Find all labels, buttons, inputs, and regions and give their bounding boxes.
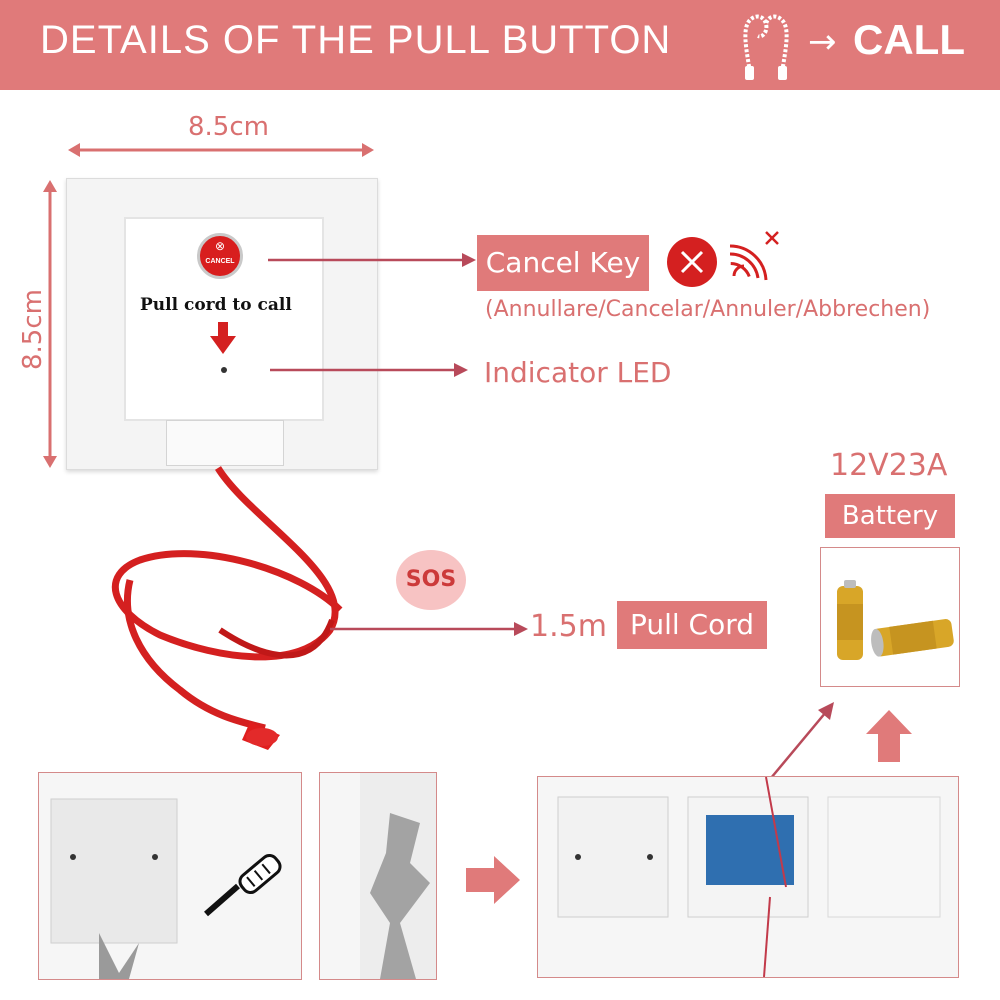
pull-instruction: Pull cord to call	[140, 295, 292, 315]
cancel-button-text: CANCEL	[205, 258, 235, 265]
battery-photo	[820, 547, 960, 687]
cancel-x-icon	[667, 237, 717, 287]
screwdriver-icon	[204, 853, 282, 917]
indicator-led-label: Indicator LED	[484, 356, 672, 389]
disassembly-photo-1	[38, 772, 302, 980]
pull-cord-arrow	[330, 622, 528, 636]
width-dimension-arrow	[68, 143, 374, 157]
battery-label: Battery	[825, 494, 955, 538]
right-arrow-icon: →	[808, 22, 837, 62]
cancel-button[interactable]: ⊗ CANCEL	[197, 233, 243, 279]
pull-cord-label: Pull Cord	[617, 601, 767, 649]
disassembly-photo-2	[319, 772, 437, 980]
back-cover-image	[50, 798, 178, 979]
indicator-led-arrow	[270, 363, 468, 377]
cord-slot	[166, 420, 284, 466]
right-arrow-block	[466, 856, 520, 904]
call-label: CALL	[853, 16, 965, 63]
disassembly-photo-3	[537, 776, 959, 978]
device-face-panel	[124, 217, 324, 421]
height-dimension-arrow	[43, 180, 57, 468]
cancel-x-mark: ⊗	[214, 239, 226, 253]
open-device-image	[557, 776, 941, 978]
cord-length: 1.5m	[530, 609, 607, 644]
battery-image	[837, 580, 954, 660]
pull-cord	[111, 466, 343, 750]
cancel-key-arrow	[268, 253, 476, 267]
width-dimension: 8.5cm	[188, 112, 269, 142]
cancel-translations: (Annullare/Cancelar/Annuler/Abbrechen)	[485, 297, 931, 322]
up-arrow-icon	[866, 710, 912, 762]
signal-off-icon	[729, 231, 779, 281]
pull-cord-icon	[743, 14, 789, 80]
header-bar	[0, 0, 1000, 90]
battery-pointer-arrow	[765, 702, 834, 785]
down-arrow-icon	[210, 322, 236, 354]
sos-badge: SOS	[396, 550, 466, 610]
cancel-key-label: Cancel Key	[477, 235, 649, 291]
pry-tool-image	[360, 773, 436, 979]
indicator-led	[221, 367, 227, 373]
page-title: DETAILS OF THE PULL BUTTON	[40, 18, 672, 62]
battery-model: 12V23A	[830, 448, 948, 483]
